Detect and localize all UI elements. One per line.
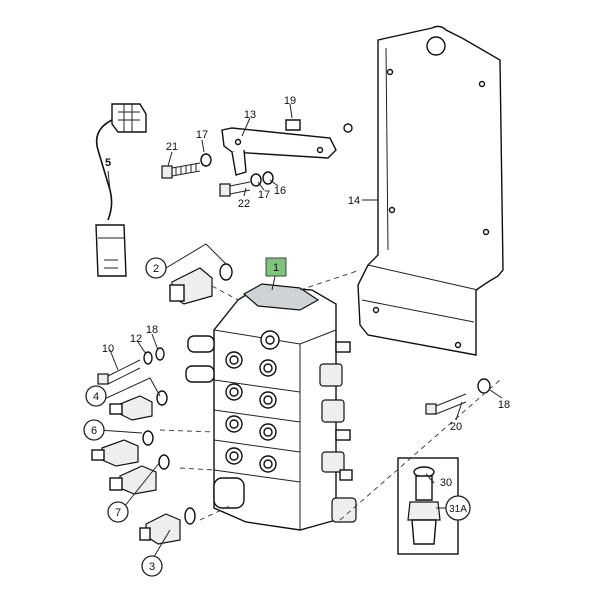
svg-text:17: 17	[258, 189, 270, 201]
svg-text:14: 14	[348, 195, 360, 207]
svg-text:10: 10	[102, 343, 114, 355]
mounting-bracket-plate	[343, 25, 504, 356]
svg-text:17: 17	[196, 129, 208, 141]
callout-12: 12	[130, 333, 142, 345]
callout-6[interactable]: 6	[83, 419, 105, 441]
callout-18-right: 18	[498, 399, 510, 411]
callout-21: 21	[166, 141, 178, 153]
callout-10: 10	[102, 343, 114, 355]
callout-31A[interactable]: 31A	[445, 495, 471, 521]
spool-caps	[319, 341, 357, 523]
svg-text:5: 5	[105, 157, 111, 169]
callout-5: 5	[105, 157, 111, 169]
svg-text:18: 18	[498, 399, 510, 411]
callout-16: 16	[274, 185, 286, 197]
callout-17-bottom: 17	[258, 189, 270, 201]
small-bracket	[221, 119, 337, 176]
svg-text:18: 18	[146, 324, 158, 336]
fitting-7	[109, 454, 170, 495]
svg-text:12: 12	[130, 333, 142, 345]
svg-text:13: 13	[244, 109, 256, 121]
callout-17-top: 17	[196, 129, 208, 141]
callout-14: 14	[348, 195, 360, 207]
callout-1[interactable]: 1	[265, 257, 287, 277]
fitting-3	[139, 507, 196, 545]
sensor-connector	[95, 103, 147, 277]
svg-text:2: 2	[153, 263, 159, 275]
callout-19: 19	[284, 95, 296, 107]
callout-4[interactable]: 4	[85, 385, 107, 407]
bolt-20	[425, 378, 491, 415]
callout-2[interactable]: 2	[145, 257, 167, 279]
fitting-6	[91, 430, 154, 467]
svg-text:31A: 31A	[449, 504, 467, 515]
svg-text:19: 19	[284, 95, 296, 107]
callout-3[interactable]: 3	[141, 555, 163, 577]
svg-text:30: 30	[440, 477, 452, 489]
svg-text:21: 21	[166, 141, 178, 153]
svg-text:6: 6	[91, 425, 97, 437]
svg-text:3: 3	[149, 561, 155, 573]
leader-lines	[97, 103, 503, 561]
svg-text:20: 20	[450, 421, 462, 433]
svg-text:16: 16	[274, 185, 286, 197]
svg-text:4: 4	[93, 391, 99, 403]
callout-7[interactable]: 7	[107, 501, 129, 523]
valve-block	[185, 283, 357, 531]
svg-text:22: 22	[238, 198, 250, 210]
callout-13: 13	[244, 109, 256, 121]
callout-20: 20	[450, 421, 462, 433]
fitting-4	[109, 390, 168, 421]
fitting-2	[169, 263, 233, 305]
bolt-21	[161, 153, 212, 179]
svg-text:7: 7	[115, 507, 121, 519]
bolt-10	[97, 347, 165, 385]
side-bosses	[185, 335, 245, 509]
callout-22: 22	[238, 198, 250, 210]
callout-18-left: 18	[146, 324, 158, 336]
svg-text:1: 1	[273, 262, 279, 274]
callout-30: 30	[440, 477, 452, 489]
